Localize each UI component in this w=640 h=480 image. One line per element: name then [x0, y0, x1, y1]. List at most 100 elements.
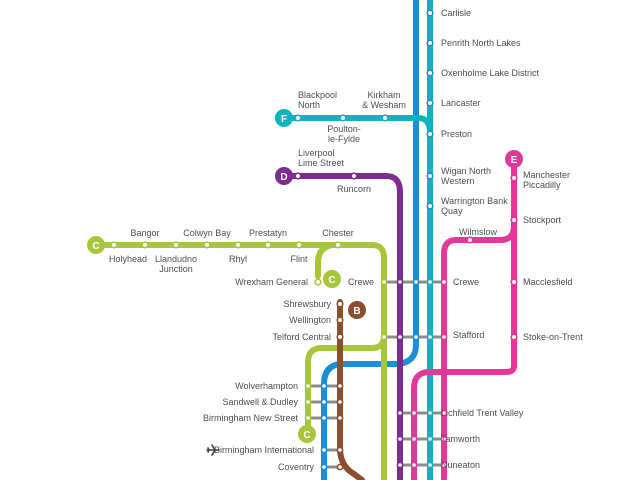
station-tamworth-4[interactable] — [440, 435, 448, 443]
station-bangor[interactable] — [141, 241, 149, 249]
pink-wilmslow — [441, 223, 517, 480]
svg-text:C: C — [92, 241, 99, 252]
station-crewe-w2[interactable] — [396, 278, 404, 286]
label-shrewsbury: Shrewsbury — [283, 299, 331, 309]
station-chester[interactable] — [334, 241, 342, 249]
station-prestatyn[interactable] — [264, 241, 272, 249]
badge-f[interactable]: F — [275, 109, 293, 127]
station-tamworth-1[interactable] — [396, 435, 404, 443]
station-stafford-3[interactable] — [412, 333, 420, 341]
station-coventry-2[interactable] — [336, 463, 344, 471]
station-bhamintl-1[interactable] — [320, 446, 328, 454]
station-bhamns-3[interactable] — [336, 414, 344, 422]
badge-b[interactable]: B — [348, 301, 366, 319]
station-wolverhampton-1[interactable] — [304, 382, 312, 390]
label-coventry: Coventry — [278, 462, 315, 472]
station-macclesfield[interactable] — [510, 278, 518, 286]
label-chester: Chester — [322, 228, 354, 238]
station-nuneaton-1[interactable] — [396, 461, 404, 469]
station-tamworth-3[interactable] — [426, 435, 434, 443]
station-liverpool[interactable] — [294, 172, 302, 180]
station-tamworth-2[interactable] — [410, 435, 418, 443]
station-llandudno[interactable] — [172, 241, 180, 249]
label-preston: Preston — [441, 129, 472, 139]
station-runcorn[interactable] — [350, 172, 358, 180]
station-nuneaton-2[interactable] — [410, 461, 418, 469]
station-crewe-e[interactable] — [440, 278, 448, 286]
badge-c-south[interactable]: C — [298, 425, 316, 443]
station-nuneaton-3[interactable] — [426, 461, 434, 469]
station-carlisle[interactable] — [426, 9, 434, 17]
station-stafford-4[interactable] — [426, 333, 434, 341]
label-stockport: Stockport — [523, 215, 562, 225]
station-stoke[interactable] — [510, 333, 518, 341]
station-stafford-1[interactable] — [380, 333, 388, 341]
station-lichfield-2[interactable] — [410, 409, 418, 417]
label-holyhead: Holyhead — [109, 254, 147, 264]
label-crewe-west: Crewe — [348, 277, 374, 287]
label-runcorn: Runcorn — [337, 184, 371, 194]
station-stafford-2[interactable] — [396, 333, 404, 341]
station-blackpool[interactable] — [294, 114, 302, 122]
station-lichfield-4[interactable] — [440, 409, 448, 417]
badge-c-wrexham[interactable]: C — [323, 270, 341, 288]
station-sandwell-2[interactable] — [320, 398, 328, 406]
station-poulton[interactable] — [339, 114, 347, 122]
station-kirkham[interactable] — [381, 114, 389, 122]
station-crewe-w1[interactable] — [380, 278, 388, 286]
label-lichfield: Lichfield Trent Valley — [441, 408, 524, 418]
station-sandwell-3[interactable] — [336, 398, 344, 406]
station-holyhead[interactable] — [110, 241, 118, 249]
station-rhyl[interactable] — [234, 241, 242, 249]
station-bhamns-2[interactable] — [320, 414, 328, 422]
label-tamworth: Tamworth — [441, 434, 480, 444]
station-flint[interactable] — [295, 241, 303, 249]
station-bhamintl-2[interactable] — [336, 446, 344, 454]
label-oxenholme: Oxenholme Lake District — [441, 68, 540, 78]
station-oxenholme[interactable] — [426, 69, 434, 77]
station-lichfield-1[interactable] — [396, 409, 404, 417]
station-stafford-5[interactable] — [440, 333, 448, 341]
airplane-icon — [206, 444, 220, 456]
label-bham-new-street: Birmingham New Street — [203, 413, 299, 423]
station-wolverhampton-2[interactable] — [320, 382, 328, 390]
station-wolverhampton-3[interactable] — [336, 382, 344, 390]
station-wrexham[interactable] — [314, 278, 322, 286]
station-wilmslow[interactable] — [466, 236, 474, 244]
svg-text:B: B — [353, 306, 360, 317]
label-crewe-east: Crewe — [453, 277, 479, 287]
station-bhamns-1[interactable] — [304, 414, 312, 422]
badge-d[interactable]: D — [275, 167, 293, 185]
station-lancaster[interactable] — [426, 99, 434, 107]
station-colwyn[interactable] — [203, 241, 211, 249]
station-wigan[interactable] — [426, 172, 434, 180]
label-sandwell: Sandwell & Dudley — [222, 397, 298, 407]
label-wilmslow: Wilmslow — [459, 227, 497, 237]
label-prestatyn: Prestatyn — [249, 228, 287, 238]
station-warrington[interactable] — [426, 202, 434, 210]
station-coventry-1[interactable] — [320, 463, 328, 471]
line-badges: F D C C C B E — [87, 109, 523, 443]
station-manchester[interactable] — [510, 174, 518, 182]
station-wellington[interactable] — [336, 316, 344, 324]
purple-line-d — [281, 173, 403, 480]
badge-c-west[interactable]: C — [87, 236, 105, 254]
station-lichfield-3[interactable] — [426, 409, 434, 417]
station-telford[interactable] — [336, 333, 344, 341]
station-penrith[interactable] — [426, 39, 434, 47]
badge-e[interactable]: E — [505, 150, 523, 168]
station-preston[interactable] — [426, 130, 434, 138]
station-crewe-w3[interactable] — [412, 278, 420, 286]
station-stockport[interactable] — [510, 216, 518, 224]
station-shrewsbury[interactable] — [336, 300, 344, 308]
station-crewe-w4[interactable] — [426, 278, 434, 286]
label-wrexham: Wrexham General — [235, 277, 308, 287]
station-nuneaton-4[interactable] — [440, 461, 448, 469]
station-sandwell-1[interactable] — [304, 398, 312, 406]
